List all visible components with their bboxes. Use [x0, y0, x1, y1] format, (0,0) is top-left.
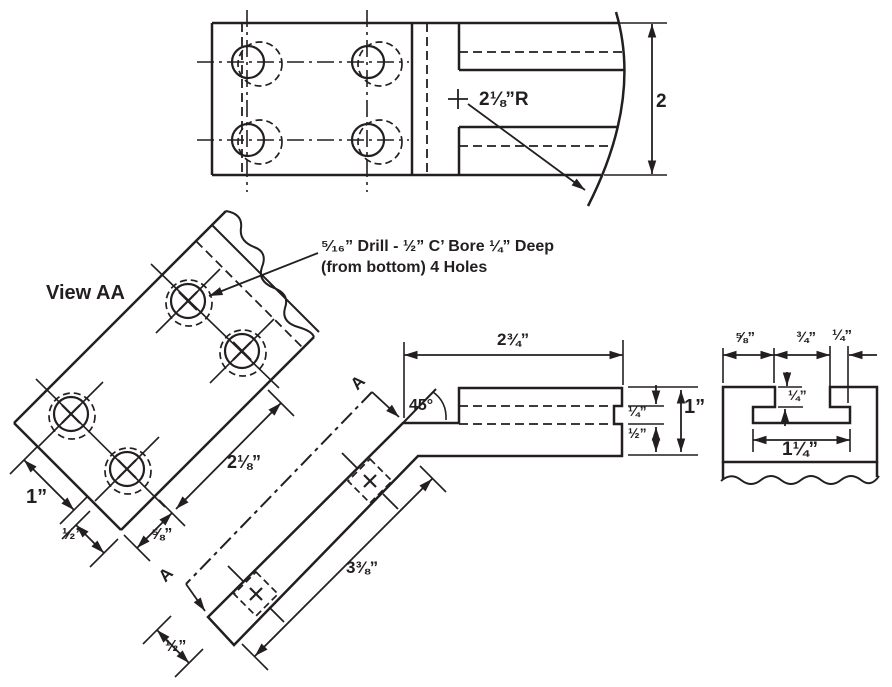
end-dim-14-top-label: ¼” [832, 327, 853, 344]
break-line [720, 475, 880, 485]
radius-leader-arrow [467, 103, 586, 191]
side-dim-234-label: 2¾” [497, 330, 530, 349]
drill-note-line1: ⁵⁄₁₆” Drill - ½” C’ Bore ¼” Deep [321, 238, 555, 255]
drilled-hole [230, 41, 283, 87]
break-line [225, 210, 315, 338]
dimension-line-338 [254, 478, 433, 657]
side-dim-half-label: ½” [628, 425, 647, 441]
height-dim-label: 2 [656, 91, 667, 112]
counterbore-hidden-circle [357, 41, 403, 87]
side-dim-1in-label: 1” [684, 396, 706, 418]
drilled-hole [230, 119, 283, 165]
counterbored-hole [104, 447, 152, 495]
aa-dim-218-label: 2⅛” [227, 452, 262, 472]
counterbore-hidden-circle [237, 119, 283, 165]
view-aa [9, 210, 320, 568]
aa-dim-1in-label: 1” [26, 486, 48, 508]
end-dim-114-label: 1¼” [782, 439, 818, 460]
end-dim-34-label: ¾” [796, 329, 817, 346]
radius-dim-label: 2⅛”R [479, 89, 529, 110]
side-dim-half-end-label: ½” [165, 638, 187, 655]
end-dim-14-depth-label: ¼” [788, 387, 807, 403]
counterbored-hole [48, 392, 96, 440]
counterbore-hidden-circle [237, 41, 283, 87]
centerline [150, 263, 280, 389]
dimension-line-1in [23, 459, 75, 511]
hidden-hole [227, 565, 285, 623]
dimension-line-half-end [156, 629, 190, 664]
section-arrow-bottom [185, 583, 206, 612]
aa-dim-half-label: ½” [62, 526, 84, 543]
counterbored-hole [219, 329, 267, 377]
centerline [35, 378, 166, 508]
drilled-hole [350, 41, 403, 87]
end-dim-58-label: ⅝” [735, 329, 756, 346]
angle-45-label: 45° [409, 397, 434, 414]
dimension-line-half [75, 524, 105, 554]
hidden-hole [341, 452, 399, 510]
note-leader-arrow [208, 252, 319, 297]
view-aa-title: View AA [46, 282, 125, 304]
hidden-line [195, 240, 304, 349]
side-dim-338-label: 3⅜” [346, 558, 379, 577]
drilled-hole [350, 119, 403, 165]
section-line-aa [185, 391, 373, 585]
part-profile [206, 386, 624, 647]
drill-note-line2: (from bottom) 4 Holes [321, 259, 488, 276]
top-view [197, 10, 667, 207]
counterbore-hidden-circle [357, 119, 403, 165]
dimension-line-218 [175, 402, 282, 510]
aa-dim-58-label: ⅝” [151, 526, 173, 543]
side-view [142, 340, 698, 678]
rounded-end-arc [586, 11, 626, 207]
angle-arc [432, 391, 447, 421]
counterbored-hole [165, 279, 213, 327]
side-dim-quarter-label: ¼” [628, 403, 647, 419]
dimension-line-58 [136, 512, 173, 549]
section-arrow-top [371, 391, 400, 418]
end-view [720, 346, 880, 485]
angle-reference-line [402, 388, 437, 424]
